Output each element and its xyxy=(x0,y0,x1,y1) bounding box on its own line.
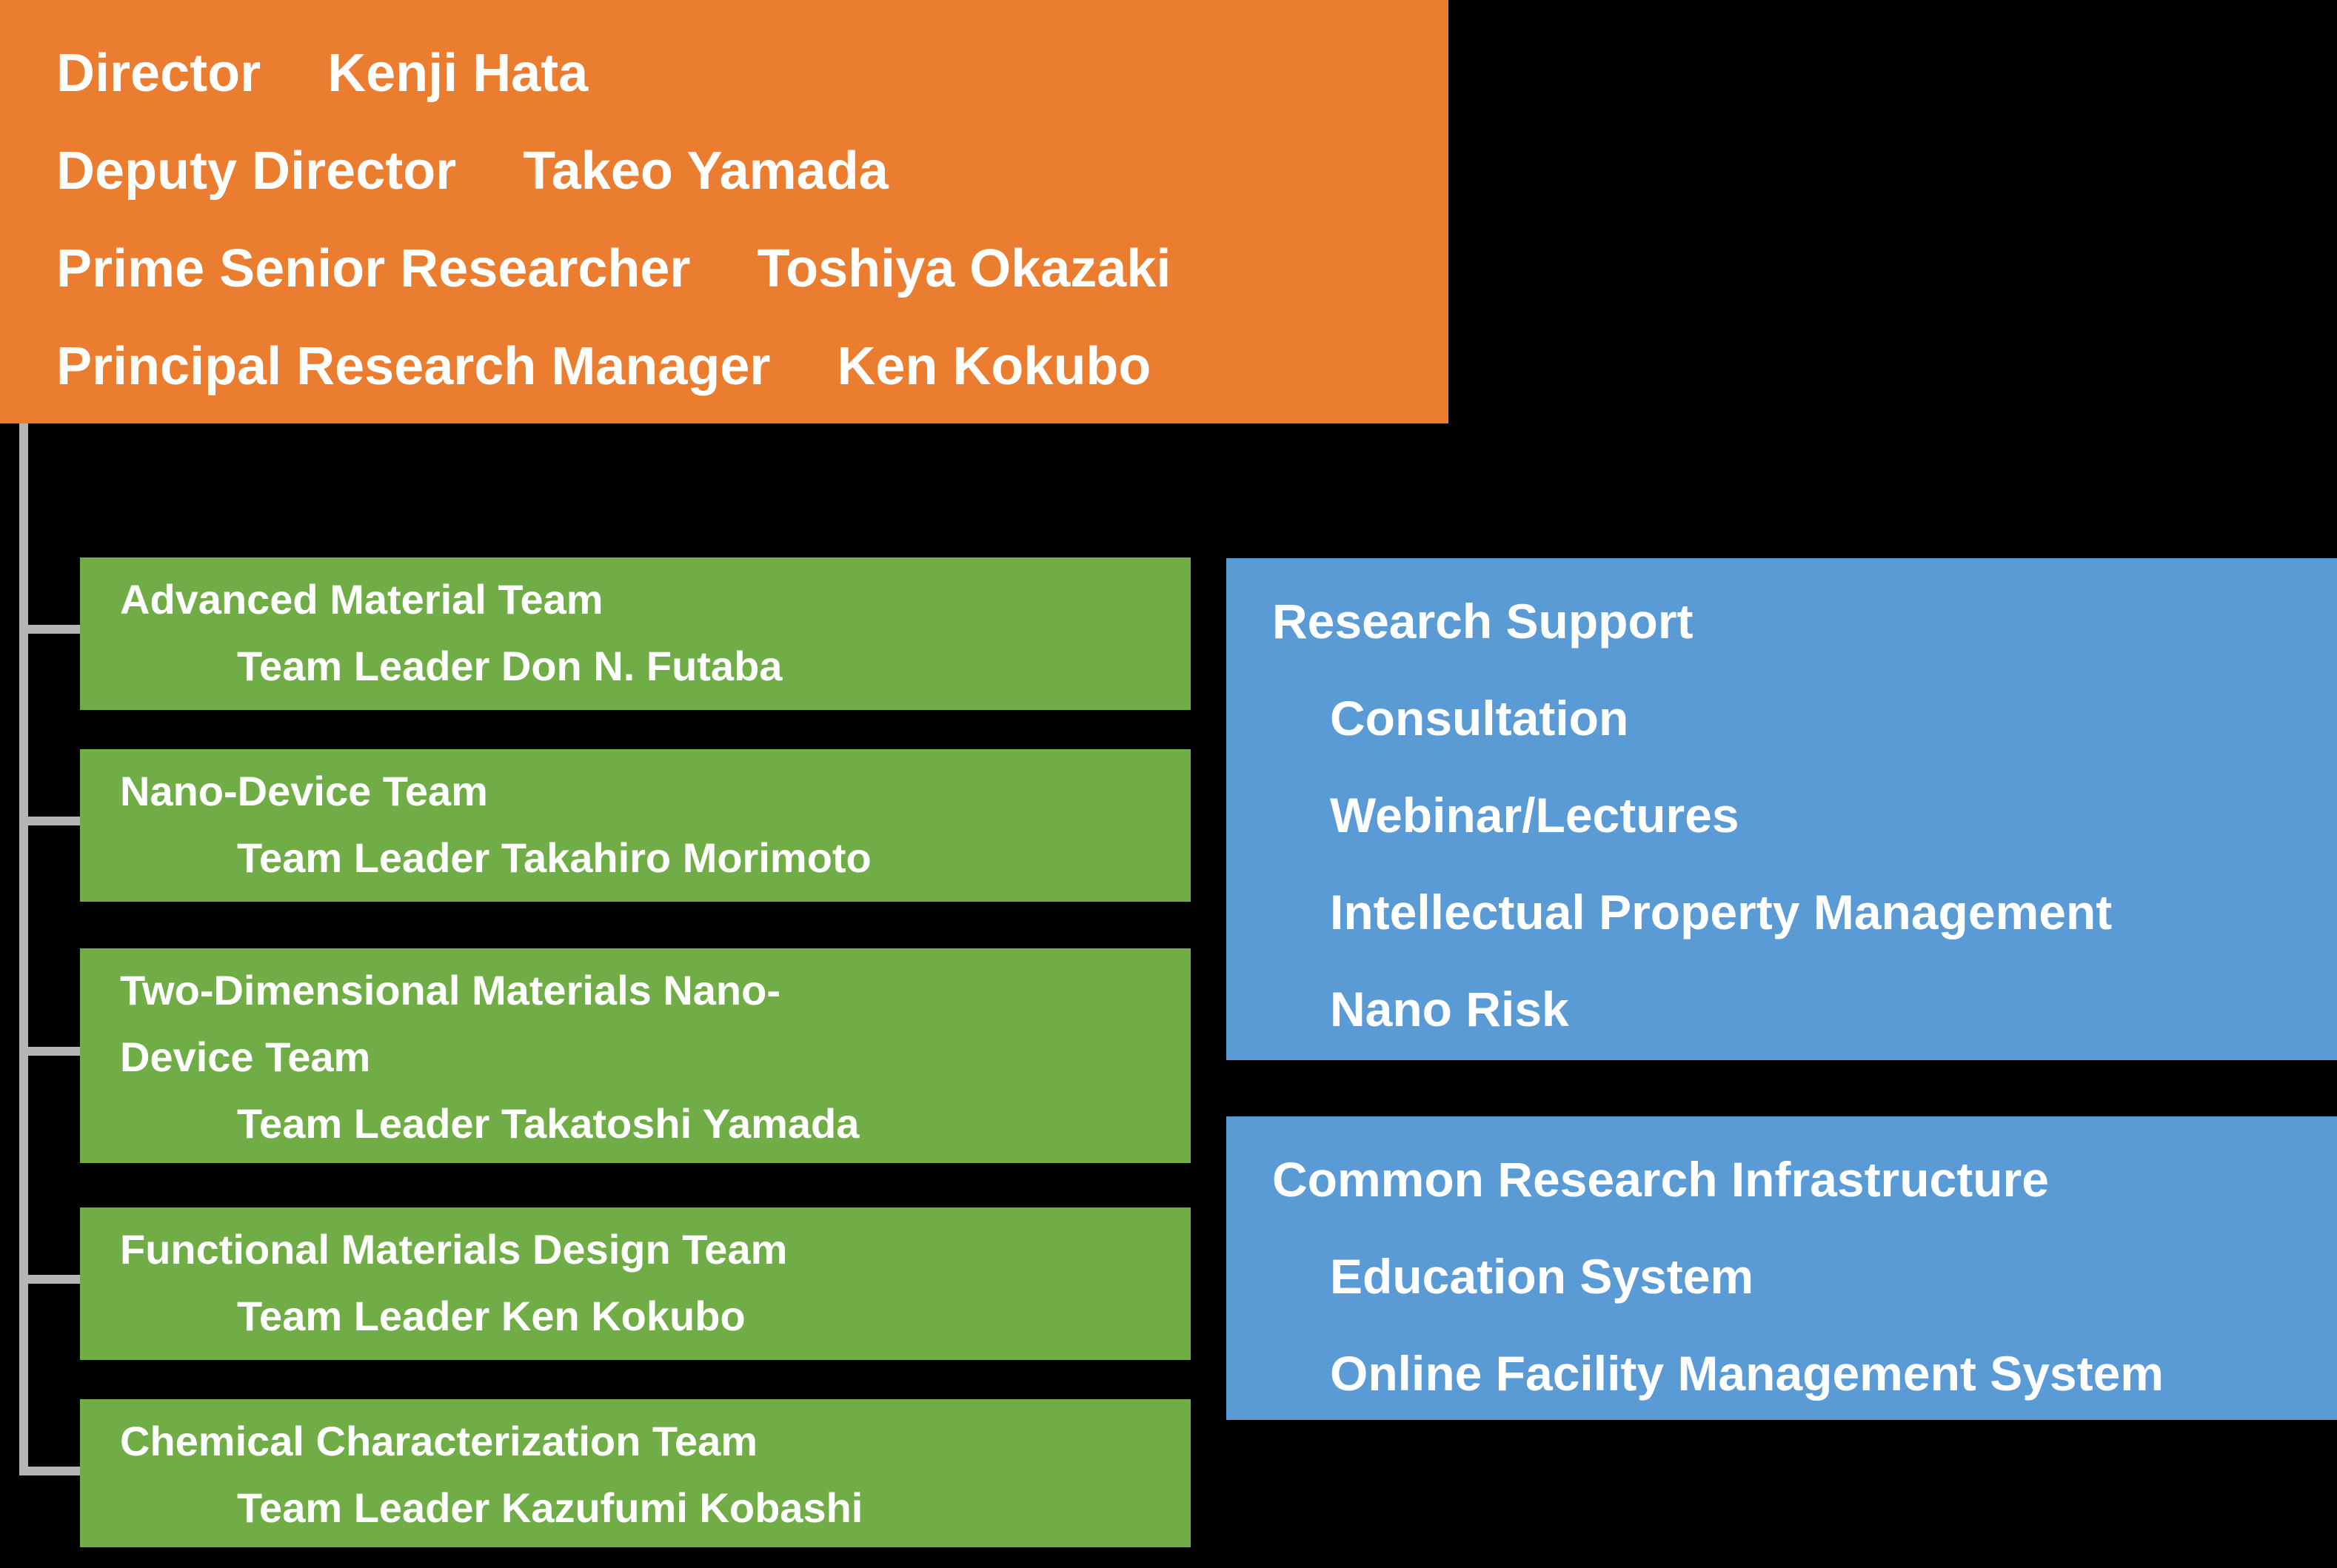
leadership-row-director: Director Kenji Hata xyxy=(56,24,1448,122)
leadership-role: Deputy Director xyxy=(56,141,457,201)
common-research-infrastructure-item-online-facility-management-system: Online Facility Management System xyxy=(1330,1346,2164,1401)
leadership-name: Toshiya Okazaki xyxy=(757,239,1171,298)
connector-branch-chemical-characterization xyxy=(19,1467,81,1475)
leadership-name: Kenji Hata xyxy=(327,44,589,103)
common-research-infrastructure-title: Common Research Infrastructure xyxy=(1272,1152,2049,1207)
connector-branch-advanced-material xyxy=(19,625,81,634)
connector-branch-functional-materials xyxy=(19,1275,81,1284)
leadership-role: Principal Research Manager xyxy=(56,337,771,396)
leadership-role: Prime Senior Researcher xyxy=(56,239,691,298)
team-name: Nano-Device Team xyxy=(120,768,488,814)
team-name-line-1: Two-Dimensional Materials Nano- xyxy=(120,967,780,1013)
team-name: Functional Materials Design Team xyxy=(120,1226,788,1273)
research-support-title: Research Support xyxy=(1272,594,1694,649)
team-box-advanced-material: Advanced Material Team Team Leader Don N… xyxy=(80,557,1191,710)
team-leader: Team Leader Ken Kokubo xyxy=(237,1293,746,1339)
connector-branch-two-dimensional xyxy=(19,1047,81,1056)
leadership-row-prime-senior-researcher: Prime Senior Researcher Toshiya Okazaki xyxy=(56,220,1448,318)
team-box-nano-device: Nano-Device Team Team Leader Takahiro Mo… xyxy=(80,749,1191,902)
connector-branch-nano-device xyxy=(19,817,81,825)
team-box-chemical-characterization: Chemical Characterization Team Team Lead… xyxy=(80,1399,1191,1547)
research-support-box: Research Support Consultation Webinar/Le… xyxy=(1226,558,2337,1060)
research-support-item-nano-risk: Nano Risk xyxy=(1330,982,1569,1036)
team-leader: Team Leader Takatoshi Yamada xyxy=(237,1100,860,1147)
common-research-infrastructure-item-education-system: Education System xyxy=(1330,1249,1754,1304)
team-box-two-dimensional-materials-nano-device: Two-Dimensional Materials Nano- Device T… xyxy=(80,948,1191,1163)
leadership-name: Takeo Yamada xyxy=(523,141,889,201)
leadership-row-principal-research-manager: Principal Research Manager Ken Kokubo xyxy=(56,318,1448,415)
team-leader: Team Leader Kazufumi Kobashi xyxy=(237,1484,863,1531)
team-name: Advanced Material Team xyxy=(120,576,604,623)
common-research-infrastructure-box: Common Research Infrastructure Education… xyxy=(1226,1116,2337,1420)
team-leader: Team Leader Takahiro Morimoto xyxy=(237,834,872,881)
research-support-item-webinar-lectures: Webinar/Lectures xyxy=(1330,788,1739,842)
research-support-item-intellectual-property-management: Intellectual Property Management xyxy=(1330,885,2113,939)
team-name: Chemical Characterization Team xyxy=(120,1418,758,1464)
leadership-name: Ken Kokubo xyxy=(837,337,1151,396)
leadership-box: Director Kenji Hata Deputy Director Take… xyxy=(0,0,1448,423)
connector-vertical-line xyxy=(19,422,28,1475)
team-name-line-2: Device Team xyxy=(120,1033,371,1080)
team-leader: Team Leader Don N. Futaba xyxy=(237,643,783,689)
research-support-item-consultation: Consultation xyxy=(1330,691,1629,746)
leadership-role: Director xyxy=(56,44,261,103)
team-box-functional-materials-design: Functional Materials Design Team Team Le… xyxy=(80,1207,1191,1360)
leadership-row-deputy-director: Deputy Director Takeo Yamada xyxy=(56,122,1448,220)
